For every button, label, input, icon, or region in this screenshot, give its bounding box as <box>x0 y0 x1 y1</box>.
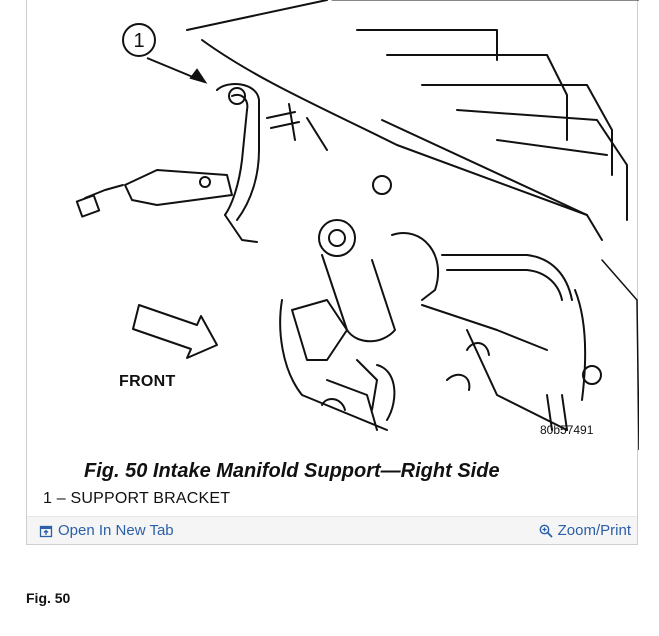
callout-number: 1 <box>133 30 144 52</box>
magnifier-plus-icon <box>539 524 553 538</box>
figure-footer: Open In New Tab Zoom/Print <box>27 516 637 544</box>
zoom-print-link[interactable]: Zoom/Print <box>539 522 631 539</box>
figure-caption: Fig. 50 Intake Manifold Support—Right Si… <box>84 460 500 482</box>
figure-card: 1 FRONT 80b57491 Fig. 50 Intake Manifold… <box>26 0 639 545</box>
engine-line-drawing: 1 <box>75 0 639 450</box>
figure-title: Fig. 50 <box>26 590 71 606</box>
callout-marker <box>122 23 208 84</box>
zoom-print-label: Zoom/Print <box>557 522 631 539</box>
front-label: FRONT <box>119 373 176 390</box>
open-in-new-tab-label: Open In New Tab <box>58 522 174 539</box>
legend-item: 1 – SUPPORT BRACKET <box>43 490 231 507</box>
open-tab-icon <box>39 525 53 537</box>
front-arrow <box>132 304 218 359</box>
open-in-new-tab-link[interactable]: Open In New Tab <box>39 522 174 539</box>
drawing-code: 80b57491 <box>540 423 594 437</box>
